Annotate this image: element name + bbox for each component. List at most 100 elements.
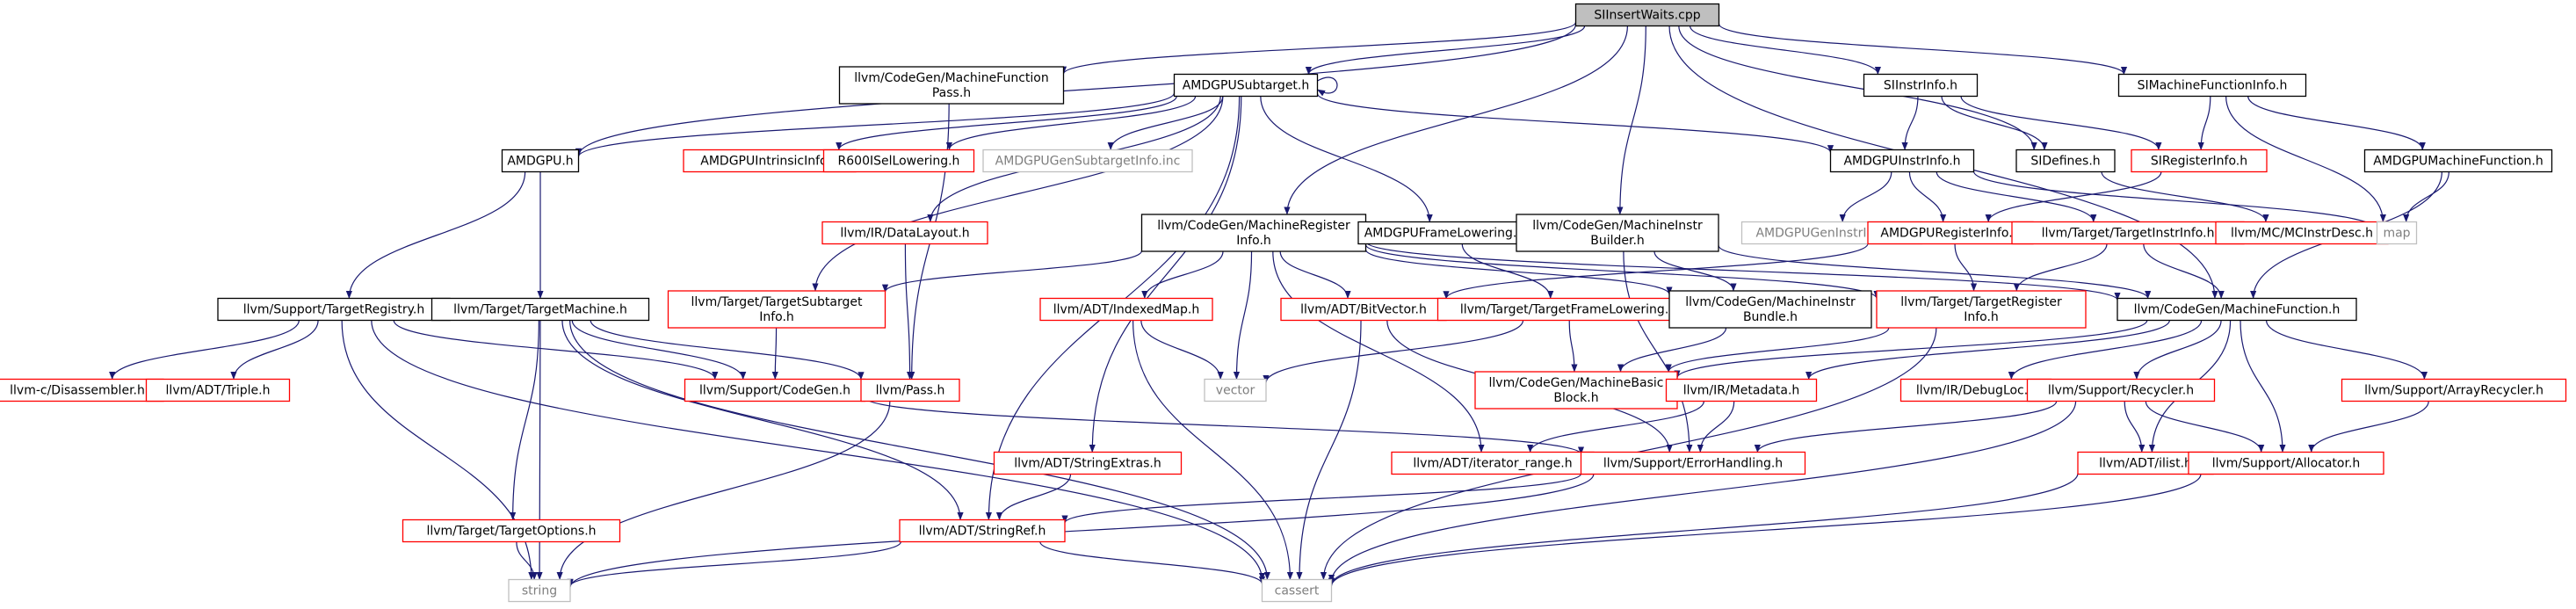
node-box [217, 297, 451, 322]
edge-amdgpuregisterinfo-to-bitvector [1443, 243, 1869, 300]
graph-node-allocator[interactable]: llvm/Support/Allocator.h [2188, 451, 2384, 475]
node-label: llvm/CodeGen/MachineInstr [1685, 295, 1856, 309]
node-label: llvm/IR/DataLayout.h [840, 227, 969, 241]
node-label: SIDefines.h [2030, 155, 2100, 169]
graph-node-framelowering[interactable]: AMDGPUFrameLowering.h [1357, 221, 1531, 245]
edge-amdgpuinstrinfo-to-map [1972, 170, 2380, 231]
edge-amdgpumf-to-map [2403, 171, 2449, 222]
graph-node-triple[interactable]: llvm/ADT/Triple.h [145, 378, 291, 402]
edge-subtarget-to-r600isel [945, 96, 1197, 150]
graph-node-stringref[interactable]: llvm/ADT/StringRef.h [899, 518, 1066, 543]
graph-node-subtarget[interactable]: AMDGPUSubtarget.h [1173, 73, 1319, 98]
edge-targetregistry-to-codegen [393, 320, 719, 380]
graph-node-targetmachine[interactable]: llvm/Target/TargetMachine.h [431, 297, 650, 322]
graph-node-errorhandling[interactable]: llvm/Support/ErrorHandling.h [1580, 451, 1806, 475]
node-label: AMDGPUIntrinsicInfo.h [700, 155, 838, 169]
graph-node-root[interactable]: SIInsertWaits.cpp [1574, 3, 1720, 27]
edge-mib-to-errorhandling [1623, 250, 1693, 453]
nodes-layer: SIInsertWaits.cpp llvm/CodeGen/MachineFun… [0, 3, 2567, 603]
edge-mri-to-machinefunction [1364, 241, 2121, 301]
graph-node-amdgpu[interactable]: AMDGPU.h [501, 149, 580, 173]
edge-metadata-to-errorhandling [1697, 401, 1735, 453]
graph-node-pass[interactable]: llvm/Pass.h [860, 378, 960, 402]
graph-node-targetinstrinfo[interactable]: llvm/Target/TargetInstrInfo.h [2011, 221, 2245, 245]
node-label: llvm/Support/Recycler.h [2048, 384, 2194, 398]
node-box [1140, 214, 1367, 252]
edge-mri-to-vector [1233, 250, 1253, 380]
edge-simfi-to-map [2225, 96, 2386, 222]
graph-node-amdgpuinstrinfo[interactable]: AMDGPUInstrInfo.h [1829, 149, 1975, 173]
node-label: llvm/MC/MCInstrDesc.h [2231, 227, 2373, 241]
graph-node-simfi[interactable]: SIMachineFunctionInfo.h [2117, 73, 2307, 98]
graph-node-recycler[interactable]: llvm/Support/Recycler.h [2026, 378, 2216, 402]
graph-node-sidefines[interactable]: SIDefines.h [2015, 149, 2116, 173]
edge-subtarget-to-intrinsicinfo [836, 96, 1177, 150]
node-label: llvm/Target/TargetInstrInfo.h [2042, 227, 2215, 241]
edge-siregisterinfo-to-amdgpuregisterinfo [1985, 171, 2162, 222]
graph-node-intrinsicinfo[interactable]: AMDGPUIntrinsicInfo.h [683, 149, 857, 173]
graph-node-targetoptions[interactable]: llvm/Target/TargetOptions.h [402, 518, 621, 543]
graph-node-arrayrecycler[interactable]: llvm/Support/ArrayRecycler.h [2341, 378, 2567, 402]
node-label: AMDGPUFrameLowering.h [1364, 227, 1525, 241]
graph-node-debugloc[interactable]: llvm/IR/DebugLoc.h [1899, 378, 2052, 402]
edge-subtarget-to-targetsubtarget [812, 96, 1224, 292]
node-label: llvm/ADT/StringRef.h [919, 525, 1046, 539]
edge-root-to-mri [1284, 25, 1629, 215]
edge-targetmachine-to-codegen [571, 320, 747, 380]
edge-root-to-mfpass [1060, 21, 1577, 75]
graph-node-map: map [2376, 221, 2418, 245]
graph-node-indexedmap[interactable]: llvm/ADT/IndexedMap.h [1039, 297, 1213, 322]
edge-targetregistry-to-cassert [371, 320, 1266, 581]
graph-node-iteratorrange[interactable]: llvm/ADT/iterator_range.h [1391, 451, 1595, 475]
edge-siinstrinfo-to-siregisterinfo [1960, 96, 2162, 150]
graph-node-r600isel[interactable]: R600ISelLowering.h [822, 149, 975, 173]
graph-node-vector: vector [1204, 378, 1267, 402]
edge-machinefunction-to-debugloc [2008, 320, 2203, 380]
node-label: llvm/IR/Metadata.h [1683, 384, 1800, 398]
graph-node-string: string [508, 578, 571, 603]
graph-node-mcinstrdesc[interactable]: llvm/MC/MCInstrDesc.h [2215, 221, 2389, 245]
graph-node-amdgpuregisterinfo[interactable]: AMDGPURegisterInfo.h [1867, 221, 2034, 245]
graph-node-codegen[interactable]: llvm/Support/CodeGen.h [684, 378, 866, 402]
node-box [899, 518, 1066, 543]
node-box [1668, 290, 1872, 329]
node-label: string [522, 584, 557, 598]
graph-node-bitvector[interactable]: llvm/ADT/BitVector.h [1280, 297, 1447, 322]
node-box [822, 149, 975, 173]
edge-mri-to-iteratorrange [1272, 250, 1485, 453]
graph-node-targetregistry[interactable]: llvm/Support/TargetRegistry.h [217, 297, 451, 322]
edge-recycler-to-errorhandling [1754, 401, 2058, 453]
edge-subtarget-to-stringextras [1089, 96, 1242, 453]
edge-subtarget-to-amdgpu [575, 92, 1176, 157]
graph-node-targetframelowering[interactable]: llvm/Target/TargetFrameLowering.h [1436, 297, 1700, 322]
graph-node-siregisterinfo[interactable]: SIRegisterInfo.h [2131, 149, 2268, 173]
edge-machinefunction-to-recycler [2133, 320, 2222, 380]
graph-node-datalayout[interactable]: llvm/IR/DataLayout.h [821, 221, 988, 245]
graph-node-metadata[interactable]: llvm/IR/Metadata.h [1665, 378, 1818, 402]
edge-mibundle-to-mbb [1617, 327, 1727, 373]
node-label: llvm/Support/CodeGen.h [699, 384, 850, 398]
node-box [1829, 149, 1975, 173]
edge-siinstrinfo-to-amdgpuinstrinfo [1901, 96, 1919, 150]
edge-stringref-to-string [567, 541, 901, 587]
graph-node-machinefunction[interactable]: llvm/CodeGen/MachineFunction.h [2117, 297, 2357, 322]
node-label: llvm/ADT/BitVector.h [1300, 303, 1427, 317]
node-box [145, 378, 291, 402]
node-label: llvm/CodeGen/MachineFunction [854, 71, 1048, 85]
node-label: llvm/Target/TargetSubtarget [691, 295, 863, 309]
graph-node-disassembler[interactable]: llvm-c/Disassembler.h [0, 378, 164, 402]
graph-node-stringextras[interactable]: llvm/ADT/StringExtras.h [993, 451, 1183, 475]
node-label: llvm/Pass.h [876, 384, 945, 398]
edge-ilist-to-cassert [1328, 473, 2079, 586]
graph-node-siinstrinfo[interactable]: SIInstrInfo.h [1863, 73, 1979, 98]
graph-node-amdgpumf[interactable]: AMDGPUMachineFunction.h [2363, 149, 2553, 173]
edge-mri-to-mibundle [1364, 249, 1673, 295]
edge-stringextras-to-stringref [995, 474, 1072, 520]
